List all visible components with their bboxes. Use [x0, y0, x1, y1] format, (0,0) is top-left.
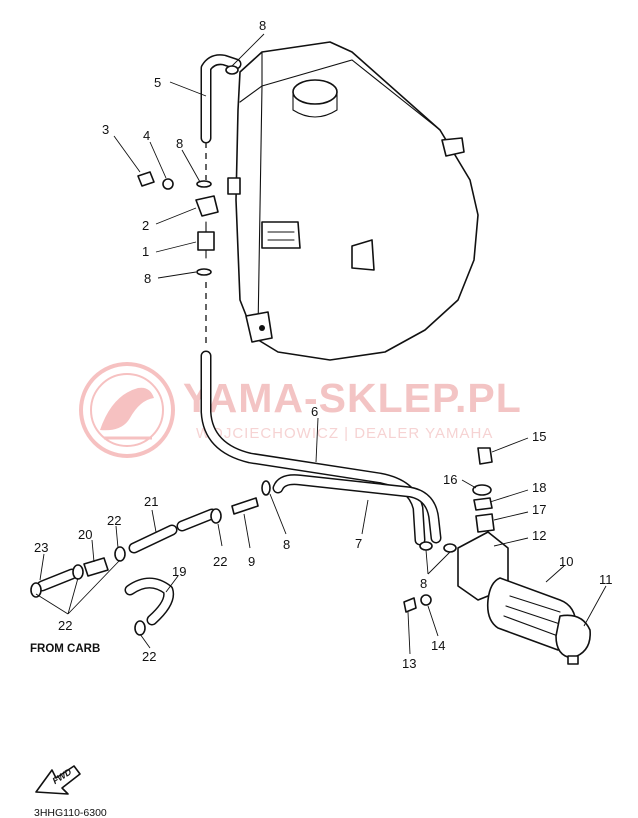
- callout-22: 22: [142, 649, 156, 664]
- callout-1: 1: [142, 244, 149, 259]
- callout-8: 8: [176, 136, 183, 151]
- fuel-tank: [227, 41, 479, 361]
- callout-5: 5: [154, 75, 161, 90]
- callout-19: 19: [172, 564, 186, 579]
- callout-8: 8: [283, 537, 290, 552]
- callout-13: 13: [402, 656, 416, 671]
- callout-16: 16: [443, 472, 457, 487]
- washer-16: [472, 484, 492, 496]
- vent-hose-assembly: [137, 54, 242, 276]
- fuel-cock-1: [197, 231, 215, 251]
- callout-22: 22: [213, 554, 227, 569]
- washer-14: [420, 594, 432, 606]
- watermark: YAMA-SKLEP.PL WOJCIECHOWICZ | DEALER YAM…: [79, 362, 522, 458]
- screw-15: [477, 447, 493, 465]
- callout-17: 17: [532, 502, 546, 517]
- callout-14: 14: [431, 638, 445, 653]
- callout-4: 4: [143, 128, 150, 143]
- watermark-logo: [79, 362, 175, 458]
- callout-20: 21: [144, 494, 158, 509]
- callout-21: 20: [78, 527, 92, 542]
- clip-22a: [114, 546, 126, 562]
- grommet-18: [473, 497, 493, 511]
- clip-8a: [225, 65, 239, 75]
- callout-12: 12: [532, 528, 546, 543]
- lower-hoses: [30, 497, 259, 636]
- clip-8e-2: [443, 543, 457, 553]
- clip-8e-1: [419, 541, 433, 551]
- callout-8: 8: [259, 18, 266, 33]
- callout-8: 8: [144, 271, 151, 286]
- callout-11: 11: [599, 572, 613, 587]
- clip-22c-2: [72, 564, 84, 580]
- collar-17: [475, 513, 495, 533]
- callout-22: 22: [58, 618, 72, 633]
- callout-10: 10: [559, 554, 573, 569]
- bracket-2: [195, 195, 219, 217]
- watermark-title: YAMA-SKLEP.PL: [183, 375, 522, 421]
- callout-7: 7: [355, 536, 362, 551]
- clip-22b: [210, 508, 222, 524]
- callout-22: 22: [107, 513, 121, 528]
- clip-8d: [261, 480, 271, 496]
- joint-21: [83, 557, 109, 577]
- clip-22d: [134, 620, 146, 636]
- drawing-code: 3HHG110-6300: [34, 807, 107, 818]
- fuel-hoses: [200, 282, 457, 553]
- joint-9: [231, 497, 259, 515]
- from-carb-label: FROM CARB: [30, 643, 100, 655]
- callout-9: 9: [248, 554, 255, 569]
- clip-8c: [196, 268, 212, 276]
- bolt-13: [403, 597, 417, 613]
- watermark-subtitle: WOJCIECHOWICZ | DEALER YAMAHA: [196, 425, 493, 442]
- callout-6: 6: [311, 404, 318, 419]
- callout-8: 8: [420, 576, 427, 591]
- fwd-arrow: FWD: [35, 765, 81, 795]
- clip-8b: [196, 180, 212, 188]
- callout-15: 15: [532, 429, 546, 444]
- callouts: 8 5 3 4 8 2 1 8 6 7 8 9 22 21 22 20 23 2…: [34, 18, 613, 671]
- washer-4: [162, 178, 174, 190]
- pump-cap-11: [555, 614, 591, 659]
- fuel-pump-assembly: [403, 447, 591, 665]
- callout-2: 2: [142, 218, 149, 233]
- leader-lines: [35, 33, 607, 655]
- bolt-3: [137, 171, 155, 187]
- callout-18: 18: [532, 480, 546, 495]
- clip-22c-1: [30, 582, 42, 598]
- callout-23: 23: [34, 540, 48, 555]
- callout-3: 3: [102, 122, 109, 137]
